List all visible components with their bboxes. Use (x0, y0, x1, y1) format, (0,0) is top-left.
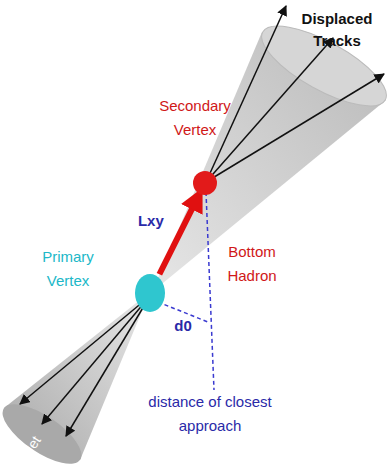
cone-mouth (0, 393, 90, 469)
decay-length-label: Lxy (133, 209, 169, 233)
decay-length-arrow (159, 196, 198, 274)
impact-parameter-label: d0 (168, 316, 198, 336)
impact-parameter-lines (158, 192, 214, 390)
vertex-blob (135, 274, 165, 312)
vertex-shape (134, 273, 166, 313)
vertex-shape (192, 170, 218, 196)
vertex-label: Primary Vertex (22, 245, 114, 293)
vertex-label: Secondary Vertex (140, 94, 250, 142)
secondary-vertex: Secondary Vertex (192, 170, 218, 196)
primary-vertex: Primary Vertex (134, 273, 166, 313)
cone-mouth (251, 11, 390, 121)
displaced-tracks (20, 6, 384, 436)
vertex-blob (193, 171, 217, 195)
distance-label: distance of closest approach (140, 390, 280, 438)
tracks-label: Displaced Tracks (296, 8, 378, 52)
hadron-label: Bottom Hadron (222, 240, 282, 288)
